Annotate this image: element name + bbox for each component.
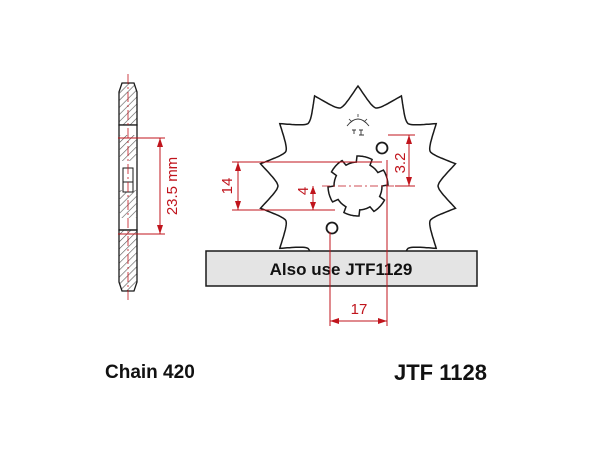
- dimension-14: 14: [219, 161, 382, 211]
- dimension-17: 17: [329, 160, 388, 326]
- side-view: [118, 74, 138, 300]
- bolt-hole-bottom: [325, 221, 339, 235]
- dimension-3-2: 3.2: [388, 134, 415, 187]
- pcd-arrow-bottom: [157, 225, 163, 234]
- jt-logo-mark: [346, 114, 370, 136]
- dimension-4: 4: [295, 186, 316, 210]
- dimension-4-label: 4: [295, 187, 312, 195]
- pcd-dimension-label: 23.5 mm: [164, 157, 181, 215]
- pcd-dimension: 23.5 mm: [118, 137, 181, 235]
- dimension-17-label: 17: [351, 301, 368, 318]
- banner-box: [205, 250, 478, 287]
- pcd-arrow-top: [157, 138, 163, 147]
- part-number: JTF 1128: [394, 360, 487, 385]
- bolt-hole-top: [375, 141, 389, 155]
- dimension-3-2-label: 3.2: [392, 153, 409, 174]
- banner-text: Also use JTF1129: [270, 260, 413, 279]
- chain-label: Chain 420: [105, 362, 195, 383]
- dimension-14-label: 14: [219, 178, 236, 195]
